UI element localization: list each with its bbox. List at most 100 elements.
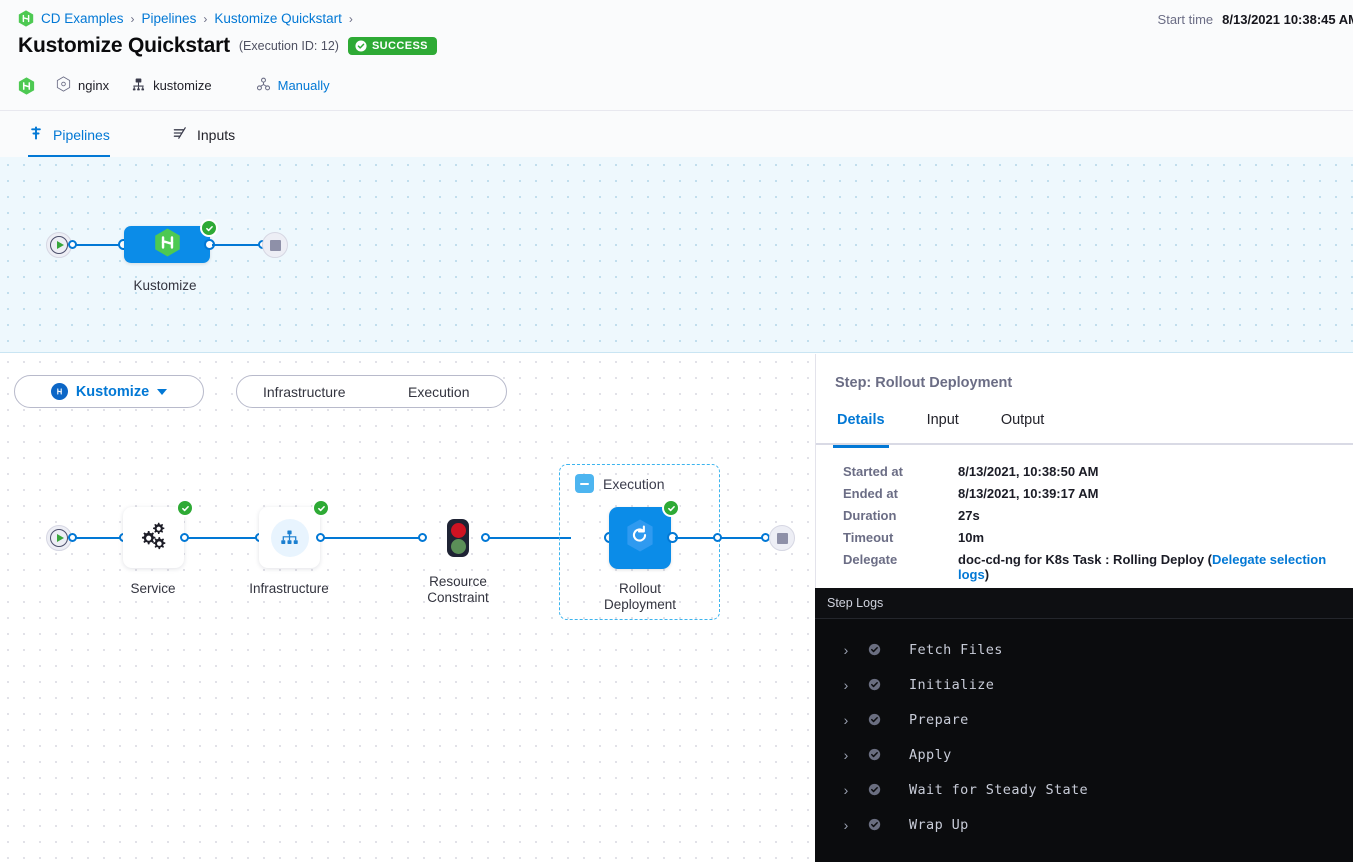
toggle-segment-infrastructure[interactable]: Infrastructure (263, 383, 346, 400)
execution-node-resource-constraint[interactable] (447, 519, 469, 557)
chevron-right-icon[interactable]: › (843, 781, 849, 798)
detail-row: Started at 8/13/2021, 10:38:50 AM (843, 464, 1343, 479)
log-section-fetch-files[interactable]: › Fetch Files (815, 632, 1353, 667)
chevron-right-icon[interactable]: › (843, 746, 849, 763)
meta-manifest-label: kustomize (153, 78, 212, 93)
status-badge: SUCCESS (347, 37, 437, 55)
stage-section-toggle[interactable]: Infrastructure Execution (236, 375, 507, 408)
connector-line (675, 537, 715, 539)
step-detail-table: Started at 8/13/2021, 10:38:50 AM Ended … (843, 464, 1343, 589)
chevron-right-icon[interactable]: › (843, 641, 849, 658)
pipeline-icon (28, 125, 44, 144)
log-section-label: Prepare (909, 711, 969, 728)
status-success-icon (200, 219, 218, 237)
minus-icon[interactable] (575, 474, 594, 493)
log-section-initialize[interactable]: › Initialize (815, 667, 1353, 702)
execution-node-service[interactable] (123, 507, 184, 568)
rolling-deploy-icon (623, 517, 657, 559)
status-success-icon (868, 783, 881, 796)
execution-canvas[interactable]: Kustomize Infrastructure Execution (0, 354, 815, 862)
tab-inputs-label: Inputs (197, 126, 236, 143)
delegate-selection-logs-link[interactable]: Delegate selection logs (958, 552, 1327, 582)
detail-row: Ended at 8/13/2021, 10:39:17 AM (843, 486, 1343, 501)
status-success-icon (176, 499, 194, 517)
log-section-wrap-up[interactable]: › Wrap Up (815, 807, 1353, 842)
connector-line (188, 537, 260, 539)
pipeline-start-node[interactable] (46, 232, 72, 258)
tab-output[interactable]: Output (1000, 412, 1045, 428)
meta-service: nginx (56, 76, 109, 95)
chevron-down-icon (157, 388, 168, 395)
pipeline-stop-node[interactable] (262, 232, 288, 258)
start-time: Start time 8/13/2021 10:38:45 AM (1158, 12, 1353, 27)
toggle-segment-execution[interactable]: Execution (408, 383, 470, 400)
tab-inputs[interactable]: Inputs (172, 111, 235, 158)
title-row: Kustomize Quickstart (Execution ID: 12) … (18, 34, 437, 58)
tab-pipelines-label: Pipelines (53, 126, 110, 143)
breadcrumb: CD Examples › Pipelines › Kustomize Quic… (18, 10, 353, 27)
start-icon (50, 529, 68, 547)
meta-service-label: nginx (78, 78, 110, 93)
execution-node-label: Rollout Deployment (603, 581, 677, 612)
log-section-apply[interactable]: › Apply (815, 737, 1353, 772)
breadcrumb-link-pipelines[interactable]: Pipelines (141, 11, 197, 26)
status-success-icon (662, 499, 680, 517)
detail-value: 10m (958, 530, 985, 545)
start-time-label: Start time (1157, 12, 1214, 27)
kustomize-icon (131, 77, 146, 95)
connector-line (489, 537, 571, 539)
log-section-label: Wait for Steady State (909, 781, 1089, 798)
detail-value: 8/13/2021, 10:38:50 AM (958, 464, 1099, 479)
stage-node-kustomize[interactable] (124, 226, 210, 263)
breadcrumb-separator: › (348, 11, 353, 26)
execution-group-title: Execution (603, 475, 665, 492)
harness-hex-icon (18, 77, 35, 95)
gears-icon (137, 519, 170, 557)
connector-line (76, 537, 124, 539)
stop-icon (269, 239, 281, 251)
meta-trigger-label[interactable]: Manually (277, 78, 330, 93)
execution-stop-node[interactable] (769, 525, 795, 551)
step-title: Step: Rollout Deployment (835, 375, 1013, 391)
detail-key: Delegate (843, 552, 898, 567)
tab-active-underline (28, 155, 110, 158)
execution-meta-row: nginx kustomiz (18, 76, 330, 95)
log-section-prepare[interactable]: › Prepare (815, 702, 1353, 737)
detail-key: Started at (843, 464, 903, 479)
execution-start-node[interactable] (46, 525, 72, 551)
meta-manifest: kustomize (131, 77, 212, 95)
connector-line (76, 244, 126, 246)
chevron-right-icon[interactable]: › (843, 816, 849, 833)
traffic-light-green-icon (450, 538, 466, 554)
tab-input[interactable]: Input (926, 412, 959, 428)
detail-row: Duration 27s (843, 508, 1343, 523)
step-logs-list: › Fetch Files › Initialize › Prepare (815, 632, 1353, 842)
stop-icon (776, 532, 788, 544)
delegate-text: doc-cd-ng for K8s Task : Rolling Deploy … (958, 552, 1212, 567)
breadcrumb-link-kustomize-quickstart[interactable]: Kustomize Quickstart (214, 11, 342, 26)
stage-selector-dropdown[interactable]: Kustomize (14, 375, 204, 408)
detail-row: Timeout 10m (843, 530, 1343, 545)
connector-dot (418, 533, 427, 542)
detail-key: Timeout (843, 530, 894, 545)
page-header: CD Examples › Pipelines › Kustomize Quic… (0, 0, 1353, 110)
tab-pipelines[interactable]: Pipelines (28, 111, 110, 158)
detail-value: 8/13/2021, 10:39:17 AM (958, 486, 1099, 501)
step-detail-tabs: Details Input Output (833, 412, 1353, 448)
breadcrumb-link-cd-examples[interactable]: CD Examples (41, 11, 124, 26)
status-success-icon (868, 713, 881, 726)
log-section-wait-for-steady-state[interactable]: › Wait for Steady State (815, 772, 1353, 807)
execution-node-rollout-deployment[interactable] (609, 507, 671, 569)
infrastructure-icon (270, 518, 309, 557)
chevron-right-icon[interactable]: › (843, 676, 849, 693)
execution-node-infrastructure[interactable] (259, 507, 320, 568)
execution-group-header[interactable]: Execution (575, 474, 664, 493)
stage-node-label: Kustomize (133, 278, 197, 293)
tab-details[interactable]: Details (833, 412, 889, 448)
traffic-light-red-icon (450, 522, 466, 538)
pipeline-canvas[interactable]: Kustomize (0, 157, 1353, 353)
chevron-right-icon[interactable]: › (843, 711, 849, 728)
log-section-label: Initialize (909, 676, 995, 693)
connector-line (324, 537, 422, 539)
meta-trigger[interactable]: Manually (256, 77, 330, 95)
